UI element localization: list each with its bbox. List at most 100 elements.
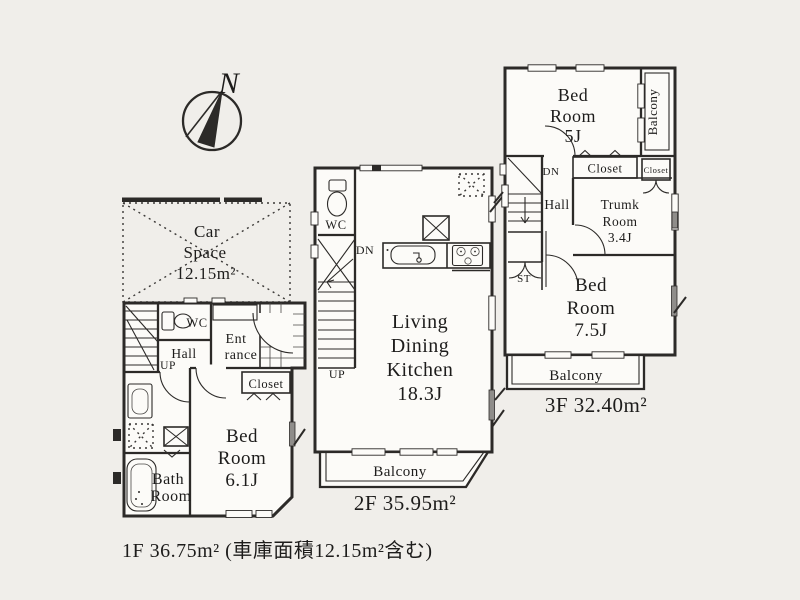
floor3-outline	[503, 66, 677, 357]
entrance-porch-tiles	[252, 303, 305, 368]
balcony-side-label: Balcony	[645, 89, 660, 136]
entrance-label-2: rance	[225, 348, 258, 363]
stairs-1f: UP	[124, 303, 176, 372]
ldk-label-1: Living	[392, 311, 448, 333]
shoe-cabinet	[212, 304, 258, 321]
st-label: ST	[517, 273, 531, 285]
washroom-1f	[124, 370, 191, 449]
bedroom5-door-arc	[544, 125, 576, 157]
stairs-up-label-1f: UP	[160, 360, 176, 372]
window-tick	[673, 296, 687, 314]
bathtub-icon	[126, 458, 157, 512]
wc-room-1f: WC	[158, 303, 213, 368]
closet-door-arcs	[642, 179, 670, 194]
sliding-window	[671, 285, 678, 317]
trunk-label-3: 3.4J	[608, 230, 632, 245]
floor1-area-label: 1F 36.75m² (車庫面積12.15m²含む)	[122, 539, 433, 562]
sliding-window	[488, 389, 495, 421]
st-storage-3f: ST	[508, 231, 542, 285]
bathroom-1f: Bath Room	[124, 449, 191, 512]
floor1-windows	[113, 297, 306, 518]
folding-door-marks	[246, 392, 281, 401]
window-tick	[494, 387, 506, 401]
floor2-plan: Balcony WC DN UP	[310, 164, 505, 515]
trunk-room-3f: Trumk Room 3.4J	[571, 177, 675, 257]
wc-label-1f: WC	[186, 316, 207, 330]
bedroom1f-label-1: Bed	[226, 426, 258, 447]
washroom-door-arc	[159, 371, 191, 403]
folding-door-marks	[577, 149, 623, 158]
trunk-label-1: Trumk	[601, 197, 640, 212]
bedroom5-3f: Bed Room 5J	[505, 85, 675, 160]
bedroom-door-arc-1f	[195, 367, 227, 399]
floor2-area-label: 2F 35.95m²	[354, 491, 456, 515]
ldk-label-3: Kitchen	[387, 359, 454, 381]
balcony-side-3f: Balcony	[639, 68, 670, 156]
hall-label-3f: Hall	[544, 197, 569, 212]
wc-room-2f: WC	[318, 168, 357, 237]
bedroom7-label-3: 7.5J	[574, 320, 607, 341]
compass-needle-line	[185, 90, 223, 138]
balcony-2f: Balcony	[318, 450, 491, 489]
bath-door-mark	[163, 449, 181, 458]
window-tick	[293, 428, 306, 446]
bedroom5-label-3: 5J	[564, 126, 581, 146]
compass-circle	[181, 90, 243, 152]
toilet-icon-1f	[161, 311, 193, 331]
bedroom1f-label-3: 6.1J	[225, 470, 258, 491]
washer-space-icon	[128, 423, 154, 449]
closet-label-1f: Closet	[249, 377, 284, 391]
bedroom7-label-1: Bed	[575, 275, 607, 296]
floor2-outline	[313, 166, 494, 454]
bedroom1f-label-2: Room	[218, 448, 266, 469]
refrigerator-space-icon	[422, 215, 450, 241]
ldk-label-2: Dining	[391, 335, 450, 357]
entrance-room: Ent rance	[212, 304, 258, 363]
toilet-icon-2f	[326, 179, 348, 217]
compass-north-label: N	[218, 67, 241, 100]
ldk-label-4: 18.3J	[397, 383, 442, 405]
car-space-label-3: 12.15m²	[176, 264, 236, 283]
floor3-windows	[493, 64, 687, 401]
window-tick	[491, 409, 505, 428]
bedroom7-door-arc	[545, 254, 579, 288]
car-space-label-1: Car	[194, 222, 220, 241]
compass: N	[181, 67, 243, 152]
balcony-bottom-label: Balcony	[549, 368, 603, 384]
closet-small-label: Closet	[644, 165, 669, 175]
bedroom5-label-2: Room	[550, 106, 596, 126]
sliding-window	[289, 421, 296, 447]
floor3-area-label: 3F 32.40m²	[545, 393, 647, 417]
stairs-dn-label-3f: DN	[543, 166, 560, 178]
st-door-arcs	[508, 261, 542, 279]
stove-icon	[451, 244, 484, 267]
stairs-up-label-2f: UP	[329, 367, 345, 381]
closet-1f: Closet	[241, 371, 291, 401]
floor3-plan: Balcony Bed Room 5J Closet Closet	[493, 64, 687, 417]
bath-label-1: Bath	[152, 471, 184, 488]
balcony-label-2f: Balcony	[373, 464, 427, 480]
balcony-bottom-3f: Balcony	[505, 353, 646, 391]
dotted-storage-icon	[458, 173, 485, 197]
kitchen-2f	[382, 173, 491, 272]
bedroom7-3f: Bed Room 7.5J	[541, 231, 615, 341]
entrance-label-1: Ent	[226, 332, 247, 347]
closet-label-3f: Closet	[588, 162, 623, 176]
sliding-window	[671, 211, 678, 229]
trunk-label-2: Room	[602, 214, 637, 229]
bath-label-2: Room	[150, 488, 191, 505]
trunk-door-arc	[574, 224, 606, 256]
storage-box-icon	[163, 426, 189, 447]
kitchen-sink-icon	[386, 245, 436, 265]
closet-small-3f: Closet	[641, 158, 671, 194]
floor2-windows	[310, 164, 505, 456]
bedroom-1f: Bed Room 6.1J	[188, 364, 292, 516]
bedroom7-label-2: Room	[567, 298, 615, 319]
wc-label-2f: WC	[325, 218, 346, 232]
vanity-sink-icon	[127, 383, 153, 419]
stairs-3f: DN	[507, 157, 560, 262]
bedroom5-label-1: Bed	[558, 85, 589, 105]
car-space-label-2: Space	[183, 243, 226, 262]
stairs-2f: DN UP	[317, 237, 374, 381]
